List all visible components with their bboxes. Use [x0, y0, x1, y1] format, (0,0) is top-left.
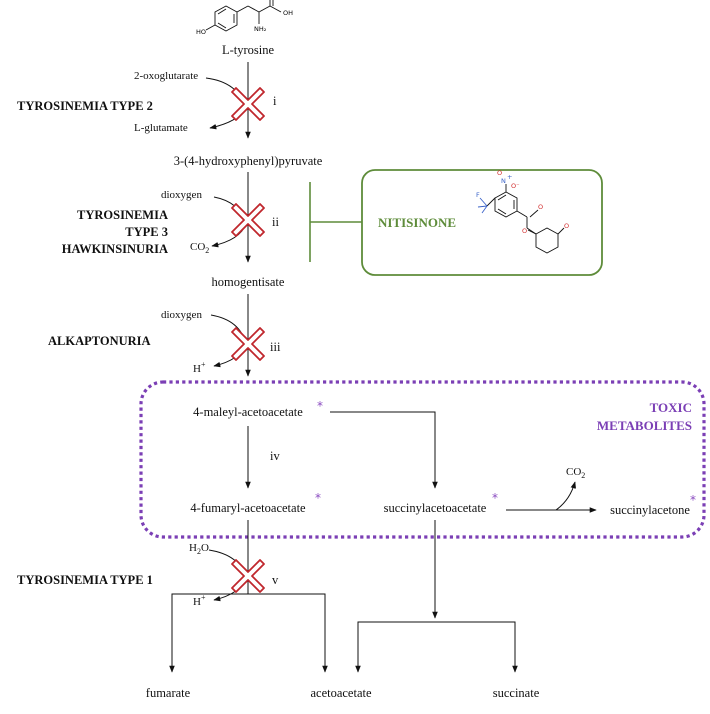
metabolite-succinylacetoacetate: succinylacetoacetate: [384, 501, 487, 515]
metabolite-succinate: succinate: [493, 686, 540, 700]
nitisinone-o4-atom: O: [564, 222, 569, 230]
nitisinone-ominus-atom: O⁻: [511, 182, 520, 190]
step-label-v: v: [272, 573, 279, 587]
branch-succinyl-split: [357, 621, 516, 672]
cosubstrate-l-glutamate: L-glutamate: [134, 122, 188, 134]
metabolite-succinylacetone: succinylacetone: [610, 503, 690, 517]
toxic-metabolites-box: [139, 380, 706, 539]
arrow-co2-out-2: [555, 481, 577, 511]
nitisinone-n-atom: N: [501, 177, 506, 185]
cosubstrate-h2o: H2O: [189, 542, 209, 556]
disease-alkaptonuria: ALKAPTONURIA: [48, 334, 151, 348]
cosubstrate-dioxygen-1: dioxygen: [161, 189, 202, 201]
nitisinone-nplus: +: [507, 173, 512, 181]
toxic-star-maleyl: *: [317, 399, 323, 413]
toxic-star-succinylacetoacetate: *: [492, 491, 498, 505]
nitisinone-o3-atom: O: [522, 227, 527, 235]
block-cross-iii: [231, 327, 265, 361]
disease-tyrosinemia-type-2: TYROSINEMIA TYPE 2: [17, 99, 153, 113]
toxic-label-line2: METABOLITES: [597, 418, 692, 433]
disease-tyrosinemia-type-1: TYROSINEMIA TYPE 1: [17, 573, 153, 587]
tyrosine-structure: [205, 0, 282, 32]
tyrosine-oh-atom: OH: [283, 9, 293, 17]
step-label-ii: ii: [272, 215, 279, 229]
metabolite-acetoacetate: acetoacetate: [310, 686, 372, 700]
step-label-i: i: [273, 94, 277, 108]
toxic-star-fumaryl: *: [315, 491, 321, 505]
metabolite-homogentisate: homogentisate: [212, 275, 285, 289]
cosubstrate-hplus-1: H+: [193, 360, 206, 375]
arrow-to-succinylacetoacetate: [330, 411, 438, 489]
nitisinone-o1-atom: O: [497, 169, 502, 177]
tyrosine-o-atom: O: [268, 0, 273, 1]
tyrosine-ho-atom: HO: [196, 28, 206, 36]
nitisinone-cf3-bonds: [477, 197, 488, 214]
toxic-star-succinylacetone: *: [690, 493, 696, 507]
cosubstrate-dioxygen-2: dioxygen: [161, 309, 202, 321]
metabolite-fumarate: fumarate: [146, 686, 191, 700]
cosubstrate-2-oxoglutarate: 2-oxoglutarate: [134, 70, 198, 82]
block-cross-i: [231, 87, 265, 121]
block-cross-v: [231, 559, 265, 593]
disease-hawkinsinuria: HAWKINSINURIA: [62, 242, 168, 256]
metabolite-l-tyrosine: L-tyrosine: [222, 43, 275, 57]
branch-fumaryl-split: [171, 593, 326, 672]
metabolite-4-fumaryl-acetoacetate: 4-fumaryl-acetoacetate: [190, 501, 306, 515]
step-label-iii: iii: [270, 340, 281, 354]
nitisinone-f-atom: F: [476, 191, 480, 199]
tyrosine-nh2-atom: NH₂: [254, 25, 267, 33]
cosubstrate-hplus-2: H+: [193, 593, 206, 608]
disease-tyrosinemia-type-3-line1: TYROSINEMIA: [77, 208, 168, 222]
nitisinone-o2-atom: O: [538, 203, 543, 211]
nitisinone-box: [361, 169, 603, 276]
nitisinone-structure: [486, 184, 565, 254]
metabolite-hydroxyphenylpyruvate: 3-(4-hydroxyphenyl)pyruvate: [174, 154, 323, 168]
toxic-label-line1: TOXIC: [650, 400, 692, 415]
drug-name-nitisinone: NITISINONE: [378, 215, 456, 230]
block-cross-ii: [231, 203, 265, 237]
cosubstrate-co2-2: CO2: [566, 466, 585, 480]
metabolite-4-maleyl-acetoacetate: 4-maleyl-acetoacetate: [193, 405, 303, 419]
cosubstrate-co2-1: CO2: [190, 241, 209, 255]
step-label-iv: iv: [270, 449, 280, 463]
disease-tyrosinemia-type-3-line2: TYPE 3: [125, 225, 168, 239]
